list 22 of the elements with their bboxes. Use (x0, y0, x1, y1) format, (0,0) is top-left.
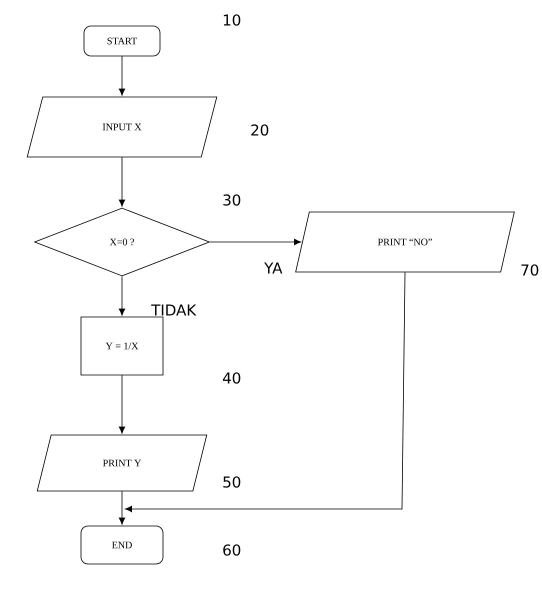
line-number: 70 (521, 264, 538, 276)
io-parallelogram: PRINT “NO” (295, 212, 515, 272)
arrow (118, 56, 126, 96)
edge-label: TIDAK (150, 304, 198, 316)
line-number: 10 (224, 14, 240, 26)
line-number: 60 (223, 544, 240, 556)
line-number: 40 (222, 372, 240, 384)
arrow (118, 157, 126, 207)
terminal-box: START (84, 26, 160, 56)
line-number: 20 (251, 124, 268, 136)
process-box: Y = 1/X (80, 316, 164, 376)
io-parallelogram: INPUT X (26, 96, 218, 158)
line-number: 30 (223, 194, 240, 206)
arrow (118, 375, 126, 434)
arrow (118, 491, 126, 525)
edge-label: YA (263, 262, 284, 274)
arrow (118, 276, 126, 316)
terminal-box: END (80, 526, 164, 564)
arrow (210, 238, 302, 246)
arrow (125, 272, 406, 512)
io-parallelogram: PRINT Y (36, 434, 208, 492)
line-number: 50 (223, 476, 240, 488)
